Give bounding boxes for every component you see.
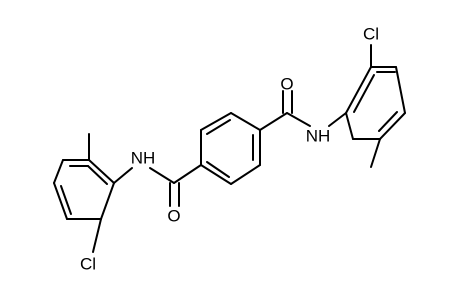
chlorine-bottom-label: Cl bbox=[80, 255, 96, 274]
bond-center-ring-3 bbox=[200, 164, 232, 185]
bond-right-amide-nh-carbonyl bbox=[286, 112, 311, 127]
bond-center-ring-5 bbox=[200, 112, 232, 131]
bond-right-carbonyl-ring bbox=[259, 112, 288, 131]
bond-center-ring-inner-3 bbox=[206, 119, 231, 135]
bond-left-ring-inner-1 bbox=[87, 165, 108, 185]
bond-left-carbonyl-ring bbox=[173, 164, 202, 184]
bond-left-ring-3 bbox=[53, 159, 64, 184]
bond-right-ring-6 bbox=[345, 112, 354, 140]
atom-labels: Cl O NH NH O Cl bbox=[80, 25, 379, 274]
bond-cl-bottom bbox=[92, 218, 102, 253]
bond-right-ring-3 bbox=[395, 66, 406, 114]
bond-center-ring-6 bbox=[230, 112, 261, 131]
bond-right-ring-1 bbox=[345, 66, 372, 114]
oxygen-top-label: O bbox=[280, 75, 293, 94]
chlorine-top-label: Cl bbox=[363, 25, 379, 44]
bond-left-ring-6 bbox=[100, 182, 115, 220]
bond-center-ring-2 bbox=[230, 164, 261, 185]
bond-right-methyl bbox=[370, 138, 381, 168]
bond-left-ring-4 bbox=[53, 182, 68, 220]
bond-left-amide-carbonyl-nh bbox=[149, 167, 175, 184]
bond-left-ring-inner-2 bbox=[60, 185, 72, 215]
bond-right-ring-inner-1 bbox=[353, 74, 375, 113]
nh-left-label: NH bbox=[131, 149, 156, 168]
bond-left-ring-1 bbox=[88, 159, 115, 184]
bond-right-ring-4 bbox=[379, 112, 406, 140]
bond-center-ring-inner-2 bbox=[206, 161, 230, 178]
nh-right-label: NH bbox=[306, 127, 331, 146]
bond-right-ring-inner-2 bbox=[378, 111, 398, 132]
oxygen-bottom-label: O bbox=[167, 207, 180, 226]
bond-right-amide-nh-ring bbox=[328, 112, 347, 127]
bond-left-amide-nh-ring bbox=[113, 167, 133, 184]
bond-lines bbox=[53, 44, 406, 253]
